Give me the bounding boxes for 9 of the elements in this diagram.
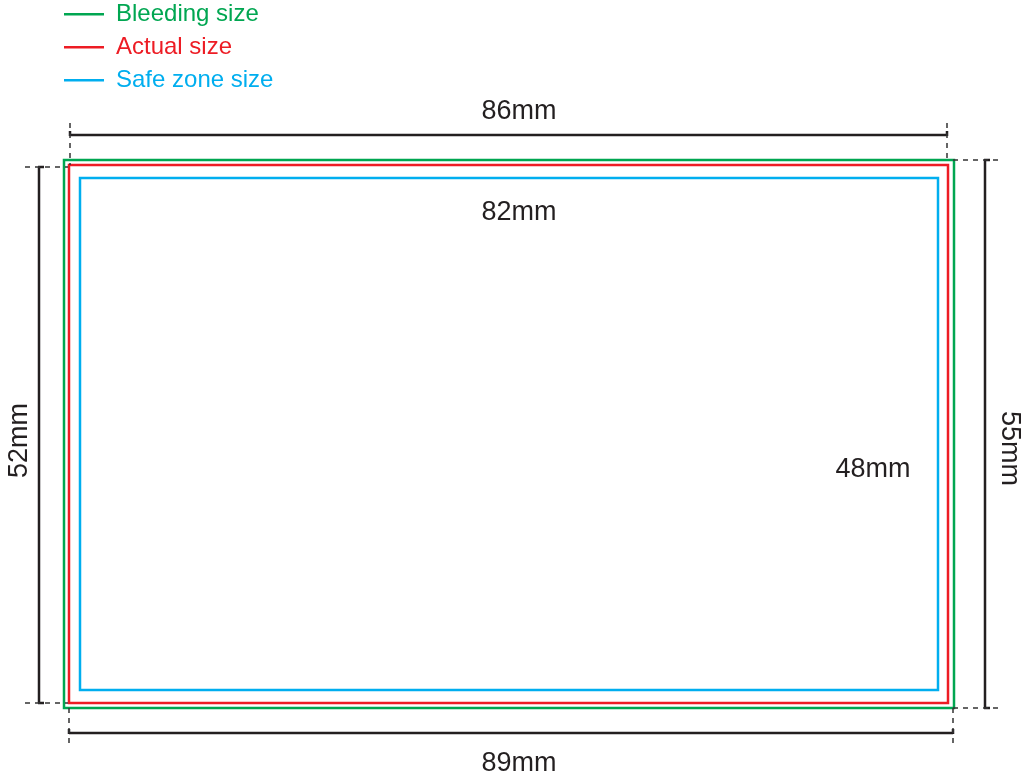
dimension-label: 89mm	[481, 748, 557, 773]
dimension-label: 82mm	[481, 197, 557, 225]
legend-label: Actual size	[116, 34, 233, 58]
dimension-label: 52mm	[4, 402, 32, 478]
legend-label: Bleeding size	[116, 1, 259, 25]
dimension-label: 55mm	[996, 410, 1024, 486]
dimension-label: 86mm	[481, 96, 557, 124]
legend-label: Safe zone size	[116, 67, 274, 91]
dimension-label: 48mm	[835, 454, 911, 482]
